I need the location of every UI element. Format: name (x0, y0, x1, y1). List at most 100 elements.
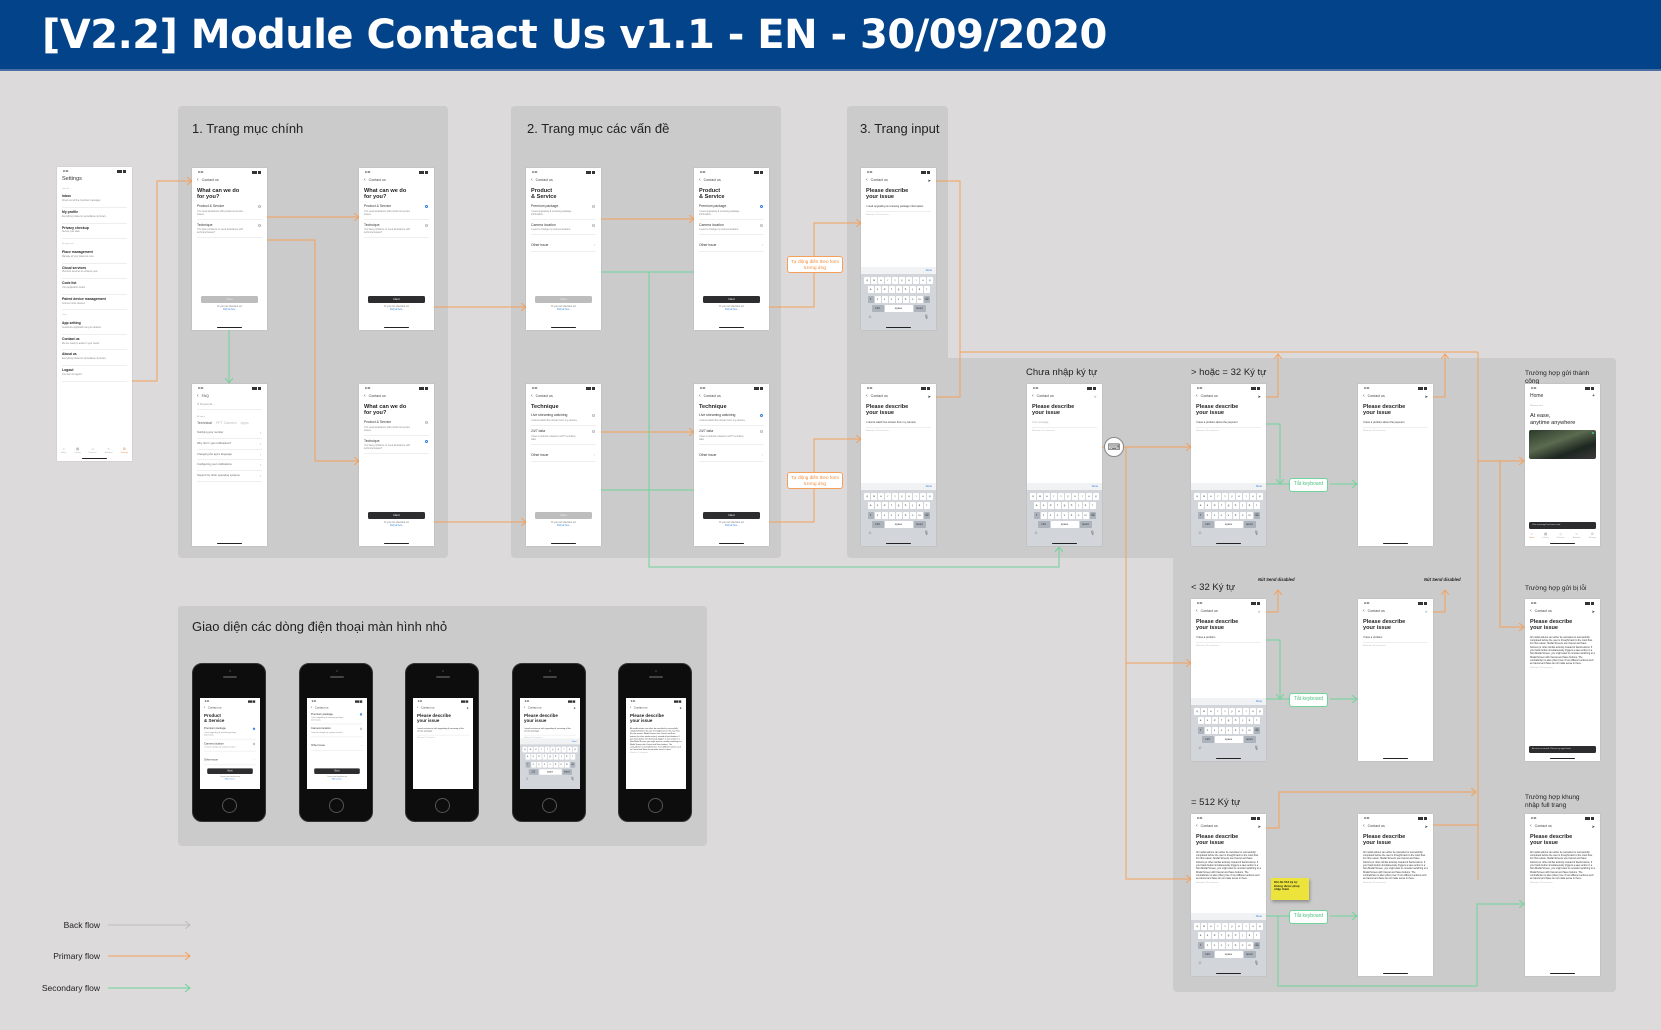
key[interactable]: j (558, 754, 564, 760)
key[interactable]: u (906, 492, 912, 500)
key[interactable]: g (895, 502, 902, 509)
radio-button[interactable] (760, 204, 763, 208)
key[interactable]: a (867, 286, 874, 293)
key[interactable]: n (1075, 511, 1082, 519)
back-icon[interactable]: ‹ (531, 392, 533, 399)
radio-button[interactable] (760, 414, 763, 418)
emoji-icon[interactable]: ☺ (1198, 745, 1203, 750)
back-icon[interactable]: ‹ (197, 392, 199, 399)
space-key[interactable]: space (538, 769, 562, 775)
next-button[interactable]: Next (368, 296, 425, 303)
key[interactable]: v (1061, 511, 1068, 519)
space-key[interactable]: space (884, 521, 913, 528)
home-button[interactable] (222, 798, 237, 813)
tab-4[interactable]: ⚙Settings (1589, 533, 1596, 541)
key[interactable]: r (1215, 922, 1221, 930)
back-icon[interactable]: ‹ (364, 392, 366, 399)
key[interactable]: c (888, 295, 895, 303)
message-text[interactable]: All modal actions can either be cancelle… (1530, 635, 1595, 666)
radio-button[interactable] (425, 223, 428, 227)
key[interactable]: f (1218, 502, 1225, 509)
key[interactable]: p (927, 276, 933, 284)
key[interactable]: t (892, 492, 898, 500)
key[interactable]: d (1211, 717, 1218, 724)
key[interactable]: r (1215, 707, 1221, 715)
key[interactable]: l (1253, 932, 1260, 939)
message-input[interactable]: I have a problem about the payment (1363, 421, 1428, 429)
key[interactable]: u (1236, 492, 1242, 500)
key[interactable]: h (1232, 717, 1239, 724)
space-key[interactable]: space (1214, 736, 1243, 743)
key[interactable]: k (1246, 717, 1253, 724)
key[interactable]: i (913, 276, 919, 284)
faq-link[interactable]: FAQ at here. (724, 525, 739, 527)
back-icon[interactable]: ‹ (699, 392, 701, 399)
key[interactable]: a (1197, 932, 1204, 939)
key[interactable]: l (923, 286, 930, 293)
return-key[interactable]: return (1079, 521, 1092, 528)
key[interactable]: o (920, 492, 926, 500)
message-text[interactable]: All modal actions can either be cancelle… (1196, 850, 1261, 881)
key[interactable]: v (895, 511, 902, 519)
key[interactable]: k (1246, 502, 1253, 509)
message-input[interactable]: Your message (1032, 421, 1097, 429)
key[interactable]: e (1208, 707, 1214, 715)
next-button[interactable]: Next (314, 768, 360, 774)
radio-button[interactable] (425, 204, 428, 208)
next-button[interactable]: Next (368, 512, 425, 519)
key[interactable]: j (1075, 502, 1082, 509)
key[interactable]: k (916, 502, 923, 509)
key[interactable]: f (1218, 717, 1225, 724)
faq-search-input[interactable]: ⚲ Keywords... (197, 402, 262, 411)
key[interactable]: z (530, 761, 536, 768)
key[interactable]: z (874, 295, 881, 303)
back-icon[interactable]: ‹ (630, 705, 632, 710)
key[interactable]: x (1211, 726, 1218, 734)
key[interactable]: o (1250, 492, 1256, 500)
key[interactable]: q (1030, 492, 1036, 500)
send-icon[interactable]: ➤ (927, 177, 931, 183)
mic-icon[interactable]: 🎙 (1089, 530, 1095, 535)
key[interactable]: j (909, 502, 916, 509)
key[interactable]: m (1246, 941, 1253, 949)
key[interactable]: d (881, 286, 888, 293)
emoji-icon[interactable]: ☺ (868, 530, 873, 535)
key[interactable]: p (927, 492, 933, 500)
faq-link[interactable]: FAQ at here. (389, 309, 404, 311)
back-icon[interactable]: ‹ (364, 176, 366, 183)
shift-key[interactable]: ⇧ (1197, 941, 1204, 949)
key[interactable]: s (874, 286, 881, 293)
key[interactable]: n (909, 295, 916, 303)
mic-icon[interactable]: 🎙 (1253, 530, 1259, 535)
back-icon[interactable]: ‹ (1196, 392, 1198, 399)
keyboard-done-button[interactable]: Done (1191, 913, 1266, 920)
key[interactable]: i (1079, 492, 1085, 500)
delete-key[interactable]: ⌫ (1253, 726, 1260, 734)
key[interactable]: x (1211, 941, 1218, 949)
delete-key[interactable]: ⌫ (923, 511, 930, 519)
key[interactable]: k (1082, 502, 1089, 509)
emoji-icon[interactable]: ☺ (1198, 960, 1203, 965)
key[interactable]: f (542, 754, 547, 760)
radio-button[interactable] (252, 727, 256, 730)
mic-icon[interactable]: 🎙 (923, 314, 929, 319)
faq-tab[interactable]: FPT Camera (215, 421, 237, 426)
key[interactable]: t (544, 746, 550, 752)
key[interactable]: a (867, 502, 874, 509)
send-icon[interactable]: ➤ (1591, 608, 1595, 614)
key[interactable]: n (1239, 726, 1246, 734)
delete-key[interactable]: ⌫ (1253, 511, 1260, 519)
back-icon[interactable]: ‹ (1032, 392, 1034, 399)
key[interactable]: w (528, 746, 533, 752)
message-input[interactable]: I need assistance with upgrading & renew… (524, 727, 576, 736)
